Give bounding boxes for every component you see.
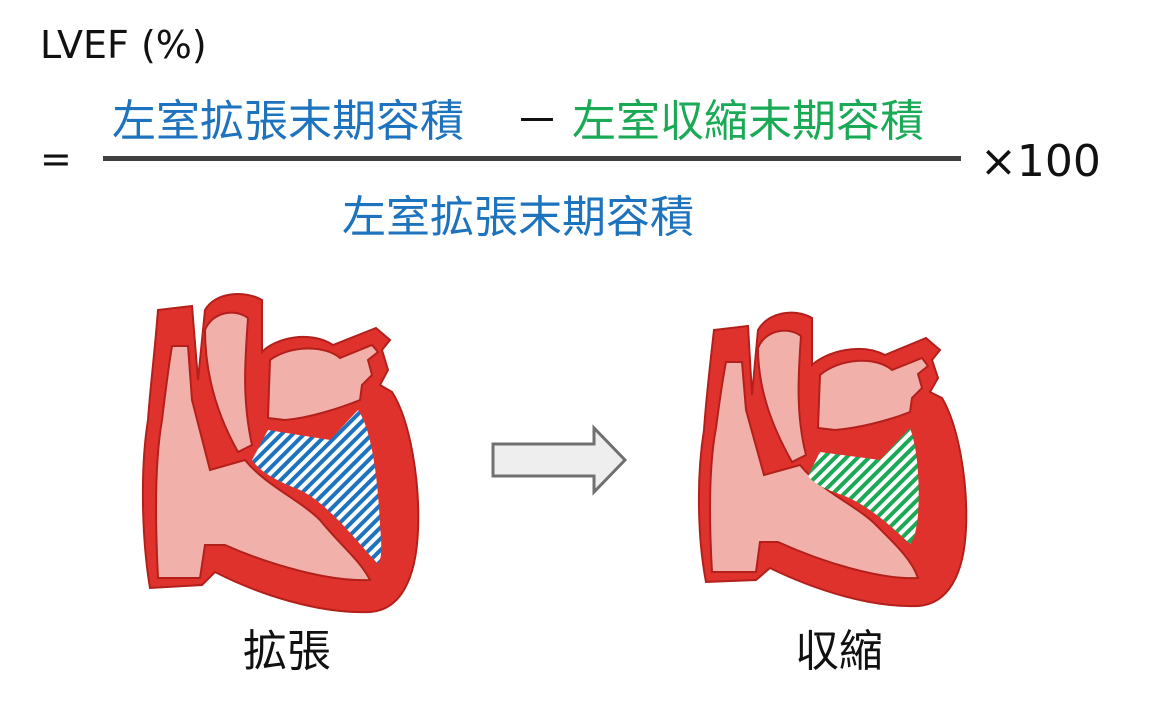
right-heart-chamber bbox=[155, 345, 372, 582]
fraction-line bbox=[103, 156, 961, 161]
numerator-diastolic-volume: 左室拡張末期容積 bbox=[112, 96, 464, 147]
formula-title: LVEF (%) bbox=[40, 23, 207, 67]
aorta bbox=[203, 311, 254, 454]
multiplier: ×100 bbox=[980, 136, 1101, 187]
systolic-volume bbox=[808, 428, 919, 544]
numerator-systolic-volume: 左室収縮末期容積 bbox=[572, 96, 924, 147]
left-atrium bbox=[266, 343, 380, 422]
left-atrium bbox=[816, 356, 930, 432]
denominator-diastolic-volume: 左室拡張末期容積 bbox=[342, 192, 694, 243]
systole-label: 収縮 bbox=[795, 626, 883, 677]
equals-sign: = bbox=[40, 137, 72, 181]
right-heart-chamber bbox=[709, 361, 920, 580]
aorta bbox=[756, 329, 808, 464]
diastole-label: 拡張 bbox=[243, 626, 331, 677]
systole-heart bbox=[697, 311, 968, 608]
diastole-heart bbox=[141, 293, 420, 614]
minus-sign: － bbox=[515, 96, 559, 147]
transition-arrow bbox=[491, 424, 628, 496]
diastolic-volume bbox=[252, 410, 382, 564]
